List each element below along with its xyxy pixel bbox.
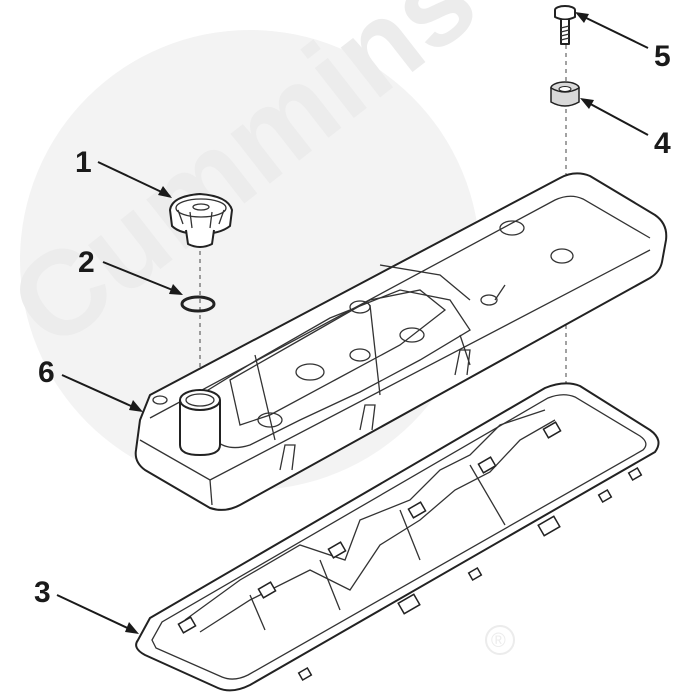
valve-cover [134,172,668,511]
leader-6 [61,374,141,411]
bolt-boss-1 [257,412,283,428]
leader-3-arrow [125,622,139,634]
callout-4: 4 [654,127,671,160]
leader-1 [97,161,171,197]
isolator-boss [550,248,574,264]
callout-1: 1 [75,146,92,179]
registered-mark: ® [491,630,506,652]
callout-2: 2 [78,246,95,279]
o-ring [180,295,216,313]
bolt-boss-4 [349,300,371,314]
gasket [135,382,660,692]
oil-fill-tube [179,389,221,456]
callout-5: 5 [654,40,671,73]
leader-2 [102,261,181,294]
capscrew [554,5,576,45]
bolt-boss-2 [349,348,371,362]
leader-3 [56,594,137,633]
center-boss [295,363,325,381]
callout-labels: 1 2 3 4 5 6 [34,40,671,609]
leader-lines [56,12,649,634]
registered-mark-circle [485,625,515,655]
bolt-boss-5 [499,220,525,236]
isolator [550,81,580,107]
leader-5-arrow [575,12,589,23]
callout-3: 3 [34,576,51,609]
leader-4-arrow [580,98,594,109]
callout-6: 6 [38,356,55,389]
corner-boss [152,395,168,405]
leader-4 [582,99,649,136]
gasket-tabs [177,421,643,681]
small-boss [480,294,498,306]
leader-2-arrow [169,284,183,295]
leader-5 [577,13,649,49]
bolt-boss-3 [399,327,425,343]
leader-1-arrow [158,186,172,198]
leader-6-arrow [129,400,143,412]
oil-fill-cap [169,193,233,248]
